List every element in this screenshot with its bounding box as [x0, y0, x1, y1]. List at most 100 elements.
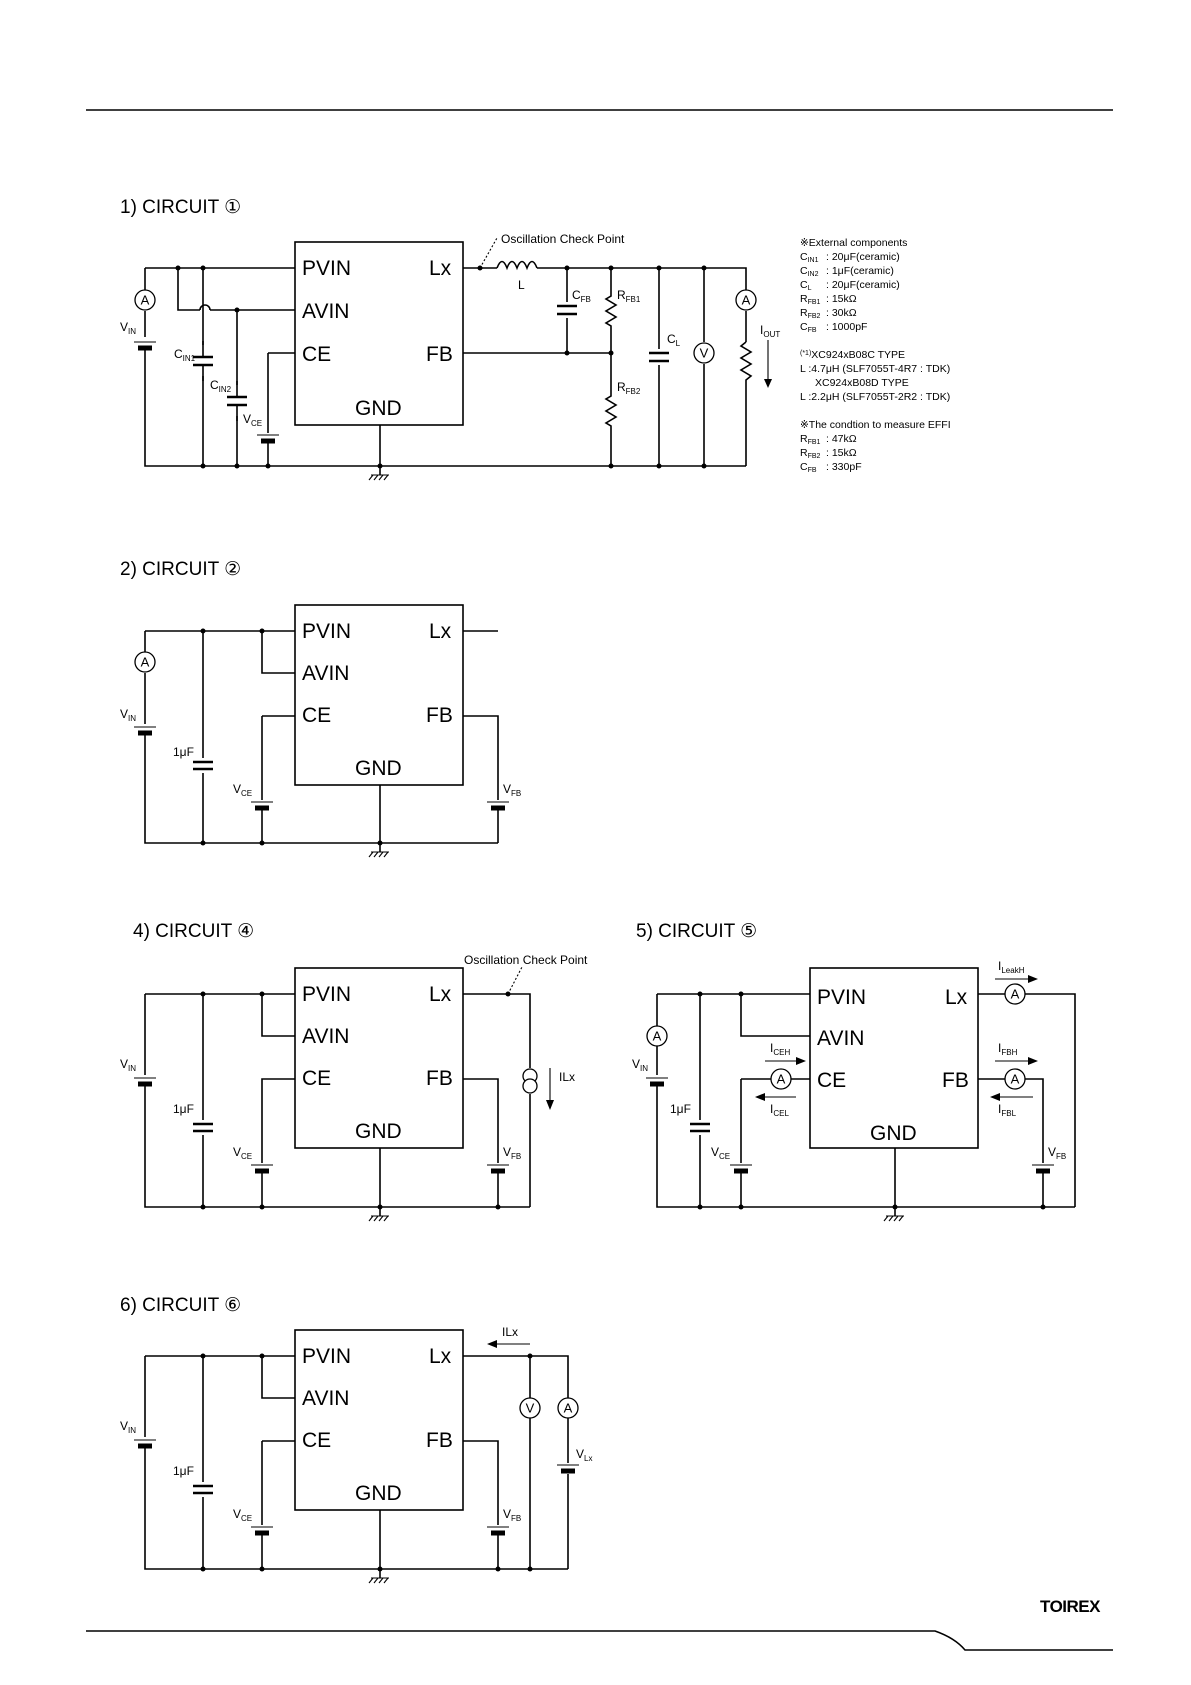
- svg-text:V: V: [700, 346, 709, 361]
- svg-text:VCE: VCE: [243, 412, 262, 428]
- external-components-note: ※External components CIN1 : 20μF(ceramic)…: [800, 237, 951, 474]
- svg-text:GND: GND: [870, 1122, 917, 1145]
- svg-text:CE: CE: [302, 1429, 331, 1452]
- svg-text:※The condtion to measure EFFI: ※The condtion to measure EFFI: [800, 419, 951, 431]
- component-value: : 30kΩ: [826, 307, 857, 319]
- pin-avin: AVIN: [302, 300, 349, 323]
- svg-text:A: A: [564, 1401, 573, 1416]
- svg-text:V: V: [526, 1401, 535, 1416]
- circuit-2-title: 2) CIRCUIT ②: [120, 559, 241, 580]
- svg-text:1μF: 1μF: [173, 1464, 194, 1478]
- pin-lx: Lx: [429, 257, 452, 280]
- svg-text:A: A: [742, 293, 751, 308]
- svg-text:VFB: VFB: [503, 1145, 521, 1161]
- svg-text:IFBH: IFBH: [998, 1041, 1018, 1057]
- svg-text:ILx: ILx: [559, 1070, 575, 1084]
- component-row: CFB: [800, 321, 817, 334]
- svg-text:FB: FB: [942, 1069, 969, 1092]
- ammeter-icon: [735, 289, 757, 311]
- circuit-6: 6) CIRCUIT ⑥ PVIN AVIN CE Lx FB GND V: [120, 1295, 592, 1584]
- svg-text:VIN: VIN: [632, 1057, 648, 1073]
- ammeter-icon: [646, 1025, 668, 1047]
- footer-rule: [86, 1630, 1113, 1651]
- component-value: : 1μF(ceramic): [826, 265, 894, 277]
- component-row: RFB2: [800, 447, 821, 460]
- pin-gnd: GND: [355, 397, 402, 420]
- svg-text:VCE: VCE: [233, 782, 252, 798]
- component-row: RFB1: [800, 293, 821, 306]
- component-value: : 1000pF: [826, 321, 867, 333]
- torex-logo: TOIREX: [1040, 1597, 1101, 1616]
- svg-text:PVIN: PVIN: [302, 1345, 351, 1368]
- svg-text:CE: CE: [817, 1069, 846, 1092]
- svg-text:CL: CL: [667, 332, 681, 348]
- ic-block: [294, 1329, 464, 1511]
- circuit-1-title: 1) CIRCUIT ①: [120, 197, 241, 218]
- ic-block: [294, 967, 464, 1149]
- circuit-1: 1) CIRCUIT ① PVIN AVIN CE Lx FB GND: [120, 197, 780, 481]
- circuit-5-title: 5) CIRCUIT ⑤: [636, 921, 757, 942]
- component-value: : 15kΩ: [826, 447, 857, 459]
- svg-text:IOUT: IOUT: [760, 323, 780, 339]
- svg-text:AVIN: AVIN: [302, 662, 349, 685]
- voltmeter-icon: [519, 1397, 541, 1419]
- svg-text:Lx: Lx: [945, 986, 968, 1009]
- svg-text:VCE: VCE: [711, 1145, 730, 1161]
- svg-text:AVIN: AVIN: [302, 1387, 349, 1410]
- svg-text:CE: CE: [302, 704, 331, 727]
- svg-text:CFB: CFB: [572, 288, 591, 304]
- svg-text:PVIN: PVIN: [817, 986, 866, 1009]
- svg-text:VCE: VCE: [233, 1507, 252, 1523]
- component-row: CIN1: [800, 251, 819, 264]
- svg-text:A: A: [141, 293, 150, 308]
- svg-text:L: L: [518, 278, 525, 292]
- ic-block: [294, 241, 464, 426]
- svg-text:VIN: VIN: [120, 1057, 136, 1073]
- svg-text:GND: GND: [355, 1120, 402, 1143]
- svg-text:VFB: VFB: [503, 1507, 521, 1523]
- svg-text:AVIN: AVIN: [817, 1027, 864, 1050]
- circuit-2: 2) CIRCUIT ② PVIN AVIN CE Lx FB GND A: [120, 559, 521, 858]
- svg-text:Lx: Lx: [429, 983, 452, 1006]
- svg-text:※External components: ※External components: [800, 237, 907, 249]
- pin-ce: CE: [302, 343, 331, 366]
- svg-text:CE: CE: [302, 1067, 331, 1090]
- pin-fb: FB: [426, 343, 453, 366]
- svg-text:A: A: [653, 1029, 662, 1044]
- component-row: RFB2: [800, 307, 821, 320]
- svg-text:VFB: VFB: [503, 782, 521, 798]
- component-value: : 330pF: [826, 461, 862, 473]
- component-value: : 47kΩ: [826, 433, 857, 445]
- component-row: CIN2: [800, 265, 819, 278]
- ammeter-icon: [557, 1397, 579, 1419]
- component-row: RFB1: [800, 433, 821, 446]
- svg-text:FB: FB: [426, 704, 453, 727]
- circuit-4-title: 4) CIRCUIT ④: [133, 921, 254, 942]
- circuit-6-title: 6) CIRCUIT ⑥: [120, 1295, 241, 1316]
- svg-text:(*1)XC924xB08C TYPE: (*1)XC924xB08C TYPE: [800, 349, 905, 361]
- component-value: : 20μF(ceramic): [826, 251, 900, 263]
- svg-text:Lx: Lx: [429, 620, 452, 643]
- svg-text:FB: FB: [426, 1429, 453, 1452]
- oscillation-check-point-label: Oscillation Check Point: [464, 953, 588, 967]
- svg-text:CIN2: CIN2: [210, 378, 232, 394]
- ic-block: [294, 604, 464, 786]
- svg-text:GND: GND: [355, 757, 402, 780]
- svg-text:AVIN: AVIN: [302, 1025, 349, 1048]
- component-row: CL: [800, 279, 812, 292]
- svg-text:XC924xB08D TYPE: XC924xB08D TYPE: [815, 377, 909, 389]
- pin-pvin: PVIN: [302, 257, 351, 280]
- component-row: CFB: [800, 461, 817, 474]
- component-value: : 15kΩ: [826, 293, 857, 305]
- svg-text:Lx: Lx: [429, 1345, 452, 1368]
- svg-text:1μF: 1μF: [173, 745, 194, 759]
- svg-text:RFB2: RFB2: [617, 380, 641, 396]
- svg-text:ICEL: ICEL: [770, 1102, 789, 1118]
- svg-text:VIN: VIN: [120, 1419, 136, 1435]
- ammeter-icon: [134, 651, 156, 673]
- ammeter-icon: [134, 289, 156, 311]
- svg-text:L :4.7μH (SLF7055T-4R7 :: L :4.7μH (SLF7055T-4R7 : TDK): [800, 363, 950, 375]
- svg-text:ILeakH: ILeakH: [998, 959, 1025, 975]
